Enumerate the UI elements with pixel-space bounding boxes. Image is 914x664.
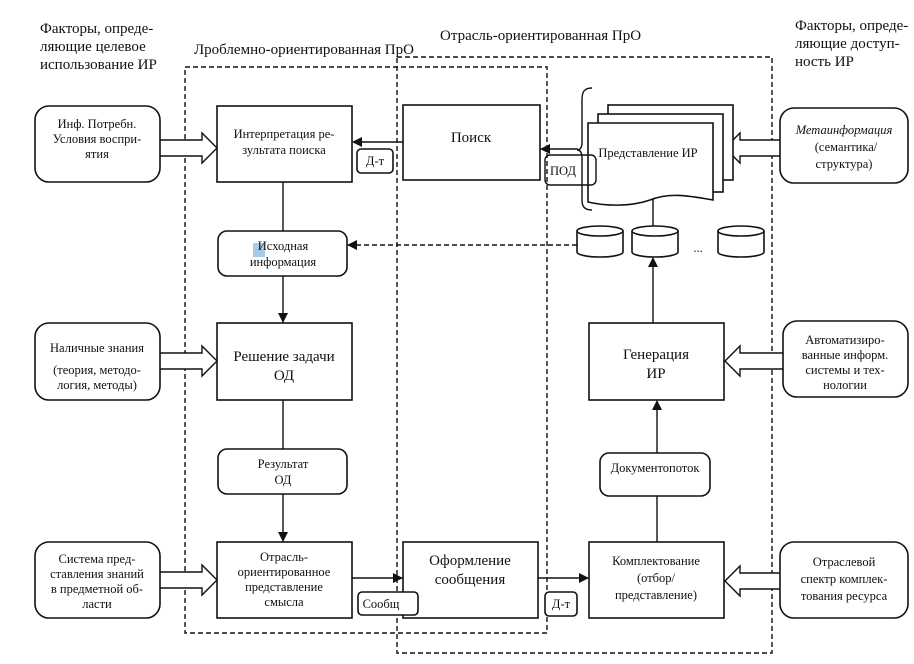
doc-label-2: Д-т xyxy=(544,591,578,617)
connectors xyxy=(278,137,662,583)
svg-text:Комплектование(отбор/представл: Комплектование(отбор/представление) xyxy=(612,554,700,602)
svg-text:Д-т: Д-т xyxy=(552,597,571,611)
ir-representation-stack: Представление ИР xyxy=(587,104,734,206)
svg-text:Поиск: Поиск xyxy=(451,130,492,146)
search-box: Поиск xyxy=(402,104,541,181)
left-factors-heading: Факторы, опреде- ляющие целевое использо… xyxy=(40,21,157,73)
input-arrow-3 xyxy=(160,563,218,597)
database-icons: ... xyxy=(576,225,765,258)
tech-arrow xyxy=(724,344,783,378)
doc-label-1: Д-т xyxy=(356,148,394,174)
more-databases-ellipsis: ... xyxy=(693,241,702,255)
input-existing-knowledge: Наличные знания(теория, методо-логия, ме… xyxy=(34,322,161,401)
database-icon xyxy=(631,225,679,258)
pod-label: ПОД xyxy=(544,154,597,186)
svg-text:ПОД: ПОД xyxy=(550,164,576,178)
svg-text:Д-т: Д-т xyxy=(366,154,385,168)
brace xyxy=(576,87,593,211)
svg-text:Инф. Потребн.Условия воспри-ят: Инф. Потребн.Условия воспри-ятия xyxy=(53,117,142,161)
right-factors-heading: Факторы, опреде- ляющие доступ- ность ИР xyxy=(795,18,912,70)
svg-text:Метаинформация(семантика/струк: Метаинформация(семантика/структура) xyxy=(795,123,893,171)
svg-text:Автоматизиро-ванные информ.сис: Автоматизиро-ванные информ.системы и тех… xyxy=(802,333,889,392)
interpretation-box: Интерпретация ре-зультата поиска xyxy=(216,105,353,183)
problem-domain-region xyxy=(184,66,548,634)
industry-domain-label: Отрасль-ориентированная ПрО xyxy=(440,28,641,44)
input-arrow-2 xyxy=(160,344,218,378)
problem-domain-label: Лроблемно-ориентированная ПрО xyxy=(194,42,414,58)
acquisition-box: Комплектование(отбор/представление) xyxy=(588,541,725,619)
svg-text:Документопоток: Документопоток xyxy=(611,461,701,475)
spectrum-arrow xyxy=(724,564,780,598)
svg-text:Интерпретация ре-зультата поис: Интерпретация ре-зультата поиска xyxy=(234,127,335,157)
message-label: Сообщ xyxy=(357,591,419,616)
input-arrow-1 xyxy=(160,131,218,165)
database-icon xyxy=(717,225,765,258)
docflow-box: Документопоток xyxy=(599,452,711,497)
input-automated-systems: Автоматизиро-ванные информ.системы и тех… xyxy=(782,320,909,398)
text-selection-highlight xyxy=(253,243,265,257)
svg-text:Представление ИР: Представление ИР xyxy=(598,146,697,160)
database-icon xyxy=(576,225,624,258)
svg-text:Наличные знания(теория, методо: Наличные знания(теория, методо-логия, ме… xyxy=(50,341,144,392)
input-info-needs: Инф. Потребн.Условия воспри-ятия xyxy=(34,105,161,183)
input-metainformation: Метаинформация(семантика/структура) xyxy=(779,107,909,184)
svg-text:Сообщ: Сообщ xyxy=(363,597,400,611)
